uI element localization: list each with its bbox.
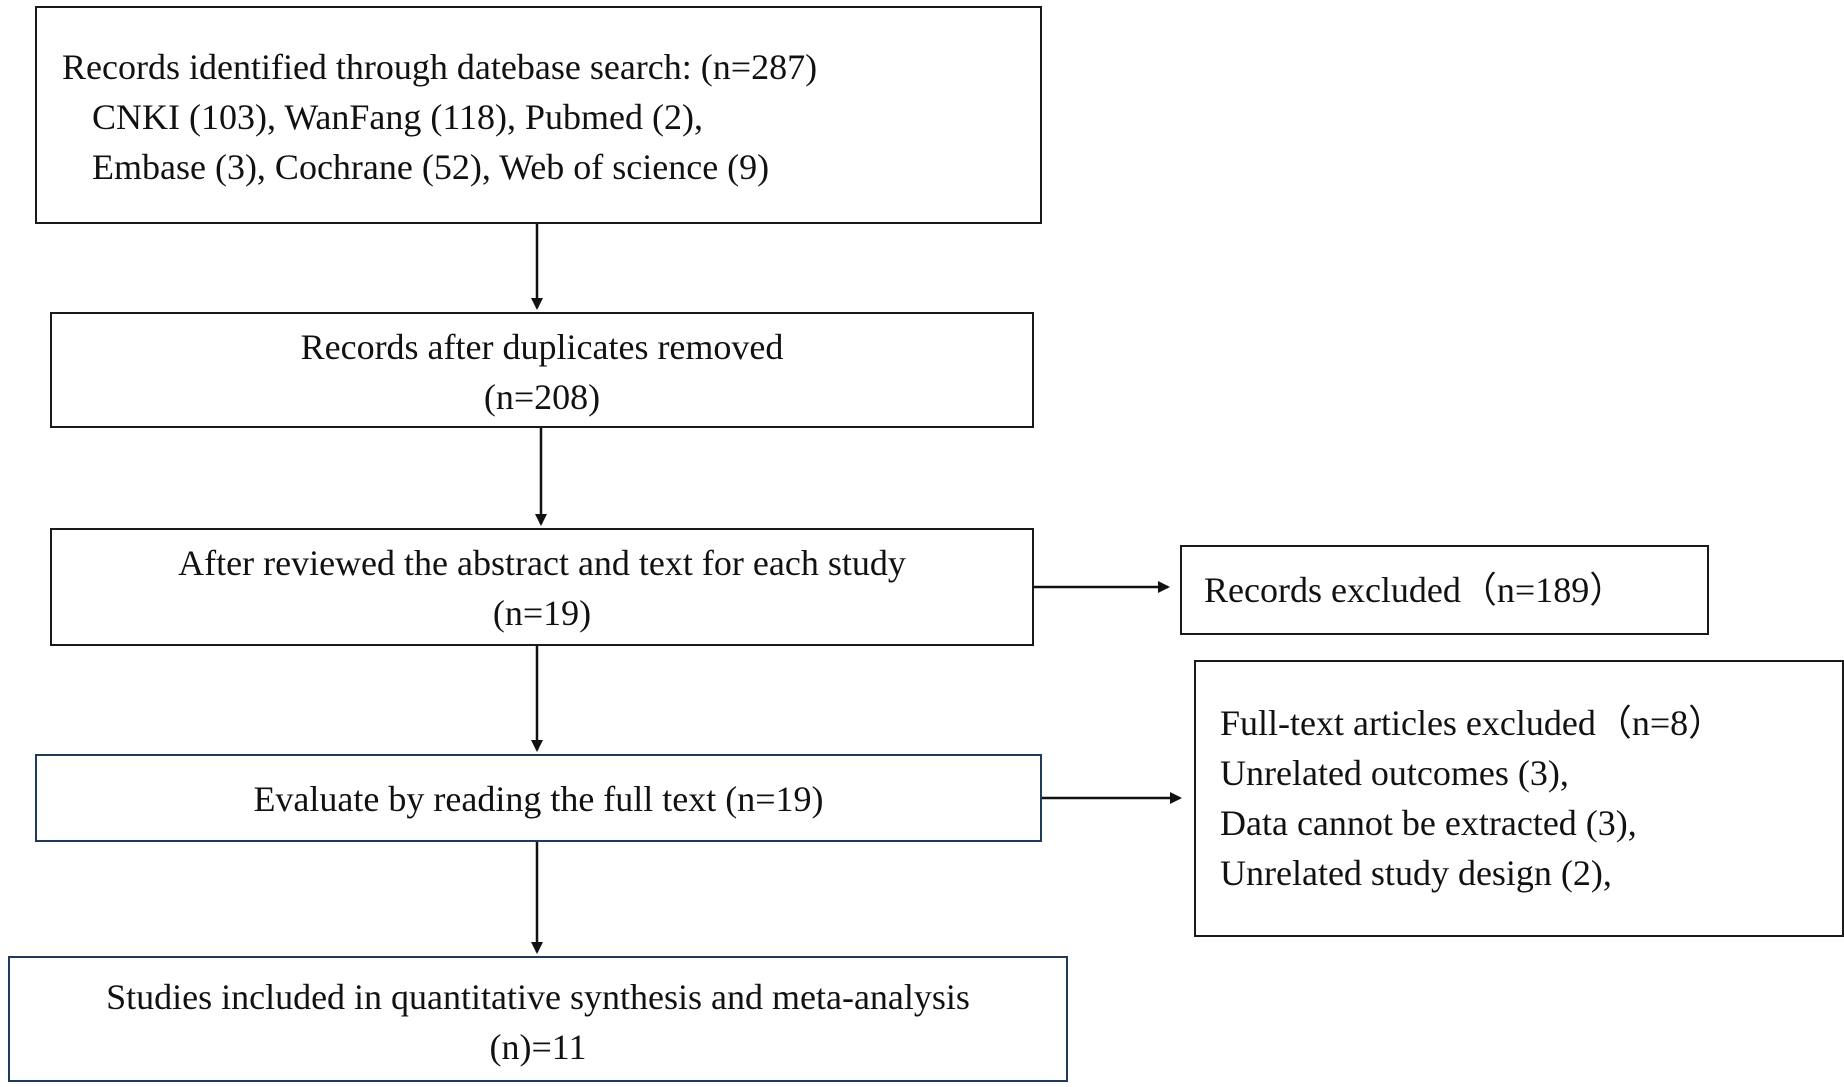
full-text-excluded-reason-1: Unrelated outcomes (3),	[1220, 753, 1569, 793]
included-studies-label: Studies included in quantitative synthes…	[106, 977, 970, 1017]
identification-sources-line2: Embase (3), Cochrane (52), Web of scienc…	[92, 147, 770, 187]
full-text-eval-label: Evaluate by reading the full text (n=19)	[253, 779, 824, 819]
records-excluded-box: Records excluded（n=189）	[1180, 545, 1709, 635]
identification-sources-line1: CNKI (103), WanFang (118), Pubmed (2),	[92, 97, 704, 137]
included-studies-count: (n)=11	[489, 1027, 587, 1067]
abstract-review-label: After reviewed the abstract and text for…	[178, 543, 906, 583]
records-excluded-label: Records excluded（n=189）	[1204, 570, 1626, 610]
full-text-excluded-title: Full-text articles excluded（n=8）	[1220, 703, 1725, 743]
full-text-excluded-box: Full-text articles excluded（n=8） Unrelat…	[1194, 660, 1844, 937]
identification-title: Records identified through datebase sear…	[62, 47, 818, 87]
duplicates-removed-label: Records after duplicates removed	[300, 327, 784, 367]
abstract-review-count: (n=19)	[492, 593, 592, 633]
abstract-review-box: After reviewed the abstract and text for…	[50, 528, 1034, 646]
full-text-excluded-reason-3: Unrelated study design (2),	[1220, 853, 1612, 893]
full-text-excluded-reason-2: Data cannot be extracted (3),	[1220, 803, 1637, 843]
full-text-eval-box: Evaluate by reading the full text (n=19)	[35, 754, 1042, 842]
identification-box: Records identified through datebase sear…	[35, 6, 1042, 224]
included-studies-box: Studies included in quantitative synthes…	[8, 956, 1068, 1082]
duplicates-removed-count: (n=208)	[483, 377, 601, 417]
duplicates-removed-box: Records after duplicates removed (n=208)	[50, 312, 1034, 428]
